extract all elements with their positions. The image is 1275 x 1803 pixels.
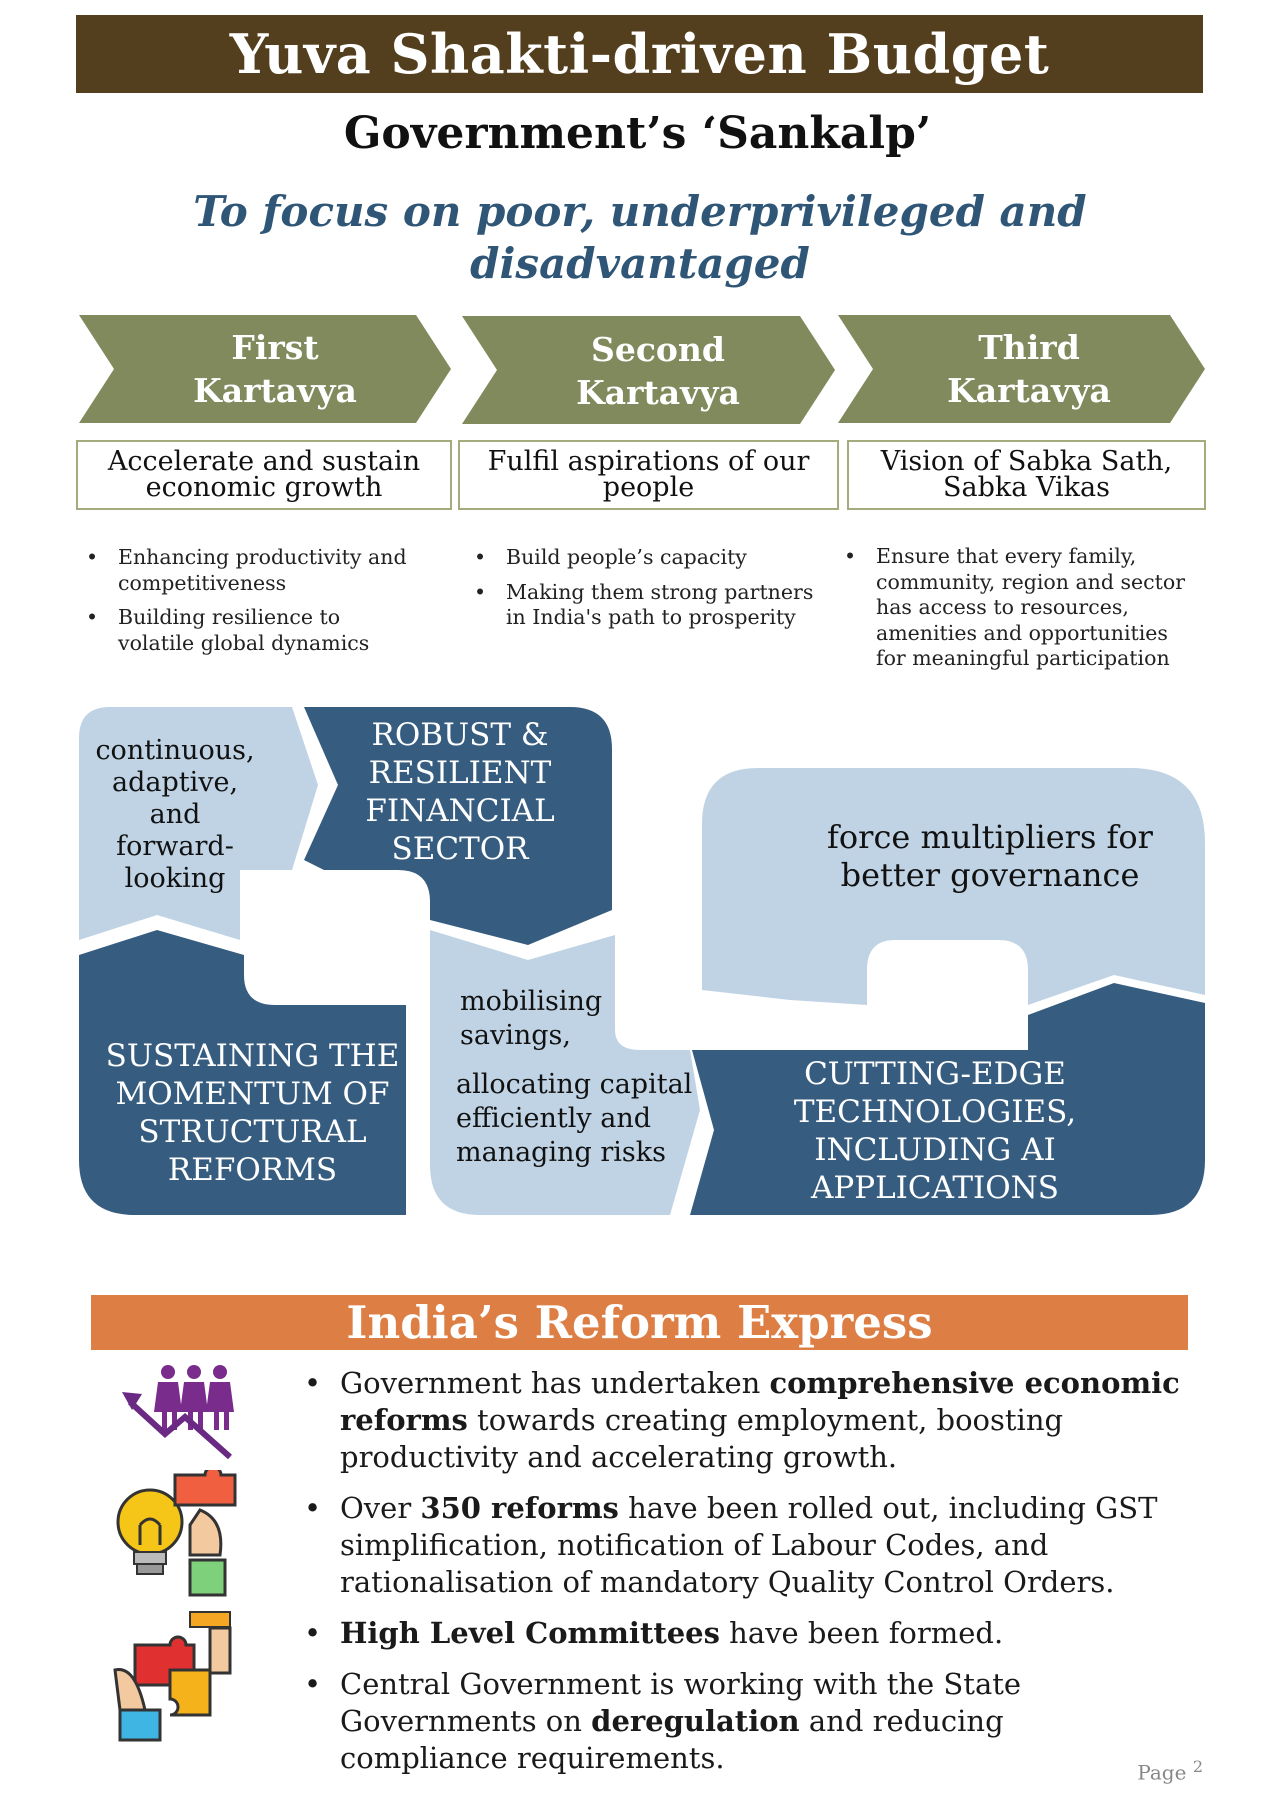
continuous-line: forward-	[116, 831, 234, 862]
page-title: Yuva Shakti-driven Budget	[76, 15, 1203, 93]
list-item: Ensure that every family, community, reg…	[838, 544, 1193, 672]
reform-diagram	[79, 707, 1205, 1215]
robust-line: SECTOR	[391, 831, 529, 867]
allocating-line: efficiently and	[456, 1103, 652, 1134]
reform-text: have been formed.	[719, 1616, 1004, 1650]
robust-line: ROBUST &	[371, 717, 549, 753]
sustaining-shape	[79, 930, 406, 1215]
list-item: High Level Committees have been formed.	[300, 1615, 1180, 1652]
list-item: Making them strong partners in India's p…	[468, 580, 818, 631]
kartavya-third-label: Third Kartavya	[904, 326, 1154, 412]
continuous-line: adaptive,	[111, 767, 239, 798]
kartavya-third-desc-line1: Vision of Sabka Sath,	[880, 446, 1173, 477]
force-shape	[702, 768, 1205, 1005]
kartavya-third-bullets: Ensure that every family, community, reg…	[838, 544, 1193, 681]
mobilising-text: mobilising savings,	[460, 985, 660, 1053]
tagline-line-1: To focus on poor, underprivileged and	[193, 187, 1087, 236]
reform-text: Government has undertaken	[340, 1366, 770, 1400]
kartavya-first-label: First Kartavya	[150, 326, 400, 412]
allocating-text: allocating capital efficiently and manag…	[456, 1068, 706, 1170]
kartavya-first-line1: First	[231, 328, 319, 367]
mobilising-shape	[430, 930, 700, 1215]
reform-bold-text: High Level Committees	[340, 1616, 720, 1650]
cutting-text: CUTTING-EDGE TECHNOLOGIES, INCLUDING AI …	[770, 1055, 1100, 1207]
kartavya-first-desc-line1: Accelerate and sustain	[107, 446, 421, 477]
force-line: better governance	[840, 856, 1140, 894]
kartavya-second-desc-line2: people	[602, 472, 695, 503]
idea-puzzle-icon	[116, 1470, 237, 1597]
sustaining-line: SUSTAINING THE	[105, 1038, 400, 1074]
reform-bold-text: 350 reforms	[420, 1491, 619, 1525]
cutting-line: TECHNOLOGIES,	[793, 1094, 1077, 1130]
list-item: Building resilience to volatile global d…	[80, 605, 420, 656]
continuous-shape	[79, 707, 318, 940]
kartavya-second-description: Fulfil aspirations of our people	[458, 440, 839, 510]
list-item: Central Government is working with the S…	[300, 1666, 1180, 1777]
page-number: Page 2	[1137, 1757, 1203, 1785]
kartavya-first-desc-line2: economic growth	[145, 472, 383, 503]
continuous-line: continuous,	[95, 735, 255, 766]
kartavya-second-line1: Second	[591, 330, 725, 369]
sustaining-line: STRUCTURAL	[138, 1114, 367, 1150]
mobilising-line: mobilising	[460, 986, 603, 1017]
sustaining-text: SUSTAINING THE MOMENTUM OF STRUCTURAL RE…	[100, 1037, 405, 1189]
section-title: India’s Reform Express	[91, 1295, 1188, 1350]
page-number-value: 2	[1192, 1757, 1203, 1776]
kartavya-first-description: Accelerate and sustain economic growth	[76, 440, 452, 510]
kartavya-third-line1: Third	[978, 328, 1080, 367]
kartavya-second-line2: Kartavya	[576, 373, 740, 412]
reform-text: Central Government is working with the S…	[340, 1667, 1022, 1738]
page-label: Page	[1137, 1760, 1187, 1785]
chevron-third	[838, 315, 1205, 423]
kartavya-second-desc-line1: Fulfil aspirations of our	[487, 446, 810, 477]
continuous-line: and	[149, 799, 201, 830]
robust-line: RESILIENT	[368, 755, 552, 791]
continuous-text: continuous, adaptive, and forward- looki…	[94, 735, 256, 895]
force-text: force multipliers for better governance	[790, 818, 1190, 894]
reform-list: Government has undertaken comprehensive …	[300, 1365, 1180, 1791]
chevron-first	[79, 315, 451, 423]
cutting-line: INCLUDING AI	[814, 1132, 1056, 1168]
kartavya-chevrons	[79, 315, 1205, 424]
reform-text: have been rolled out, including GST simp…	[340, 1491, 1158, 1599]
kartavya-first-line2: Kartavya	[193, 371, 357, 410]
chevron-second	[462, 316, 835, 424]
allocating-line: allocating capital	[456, 1069, 693, 1100]
sustaining-line: REFORMS	[167, 1152, 338, 1188]
reform-text: towards creating employment, boosting pr…	[340, 1403, 1064, 1474]
mobilising-line: savings,	[460, 1020, 571, 1051]
robust-text: ROBUST & RESILIENT FINANCIAL SECTOR	[335, 716, 585, 868]
robust-line: FINANCIAL	[365, 793, 555, 829]
allocating-line: managing risks	[456, 1137, 666, 1168]
reform-bold-text: comprehensive economic reforms	[340, 1366, 1180, 1437]
list-item: Build people’s capacity	[468, 545, 818, 571]
list-item: Over 350 reforms have been rolled out, i…	[300, 1490, 1180, 1601]
reform-text: and reducing compliance requirements.	[340, 1704, 1004, 1775]
kartavya-third-line2: Kartavya	[947, 371, 1111, 410]
reform-text: Over	[340, 1491, 421, 1525]
cutting-line: APPLICATIONS	[810, 1170, 1060, 1206]
tagline: To focus on poor, underprivileged and di…	[140, 186, 1140, 290]
cutting-line: CUTTING-EDGE	[804, 1056, 1066, 1092]
cutting-shape	[690, 983, 1205, 1215]
robust-shape	[304, 707, 612, 945]
continuous-line: looking	[124, 863, 226, 894]
kartavya-third-description: Vision of Sabka Sath, Sabka Vikas	[847, 440, 1206, 510]
kartavya-first-bullets: Enhancing productivity and competitivene…	[80, 545, 420, 665]
force-line: force multipliers for	[827, 818, 1153, 856]
list-item: Government has undertaken comprehensive …	[300, 1365, 1180, 1476]
tagline-line-2: disadvantaged	[470, 239, 810, 288]
kartavya-third-desc-line2: Sabka Vikas	[943, 472, 1110, 503]
page-subtitle: Government’s ‘Sankalp’	[343, 108, 932, 159]
list-item: Enhancing productivity and competitivene…	[80, 545, 420, 596]
sustaining-line: MOMENTUM OF	[115, 1076, 390, 1112]
kartavya-second-bullets: Build people’s capacity Making them stro…	[468, 545, 818, 640]
handshake-puzzle-icon	[113, 1611, 232, 1742]
kartavya-second-label: Second Kartavya	[533, 328, 783, 414]
growth-people-icon	[122, 1365, 234, 1460]
reform-bold-text: deregulation	[591, 1704, 800, 1738]
